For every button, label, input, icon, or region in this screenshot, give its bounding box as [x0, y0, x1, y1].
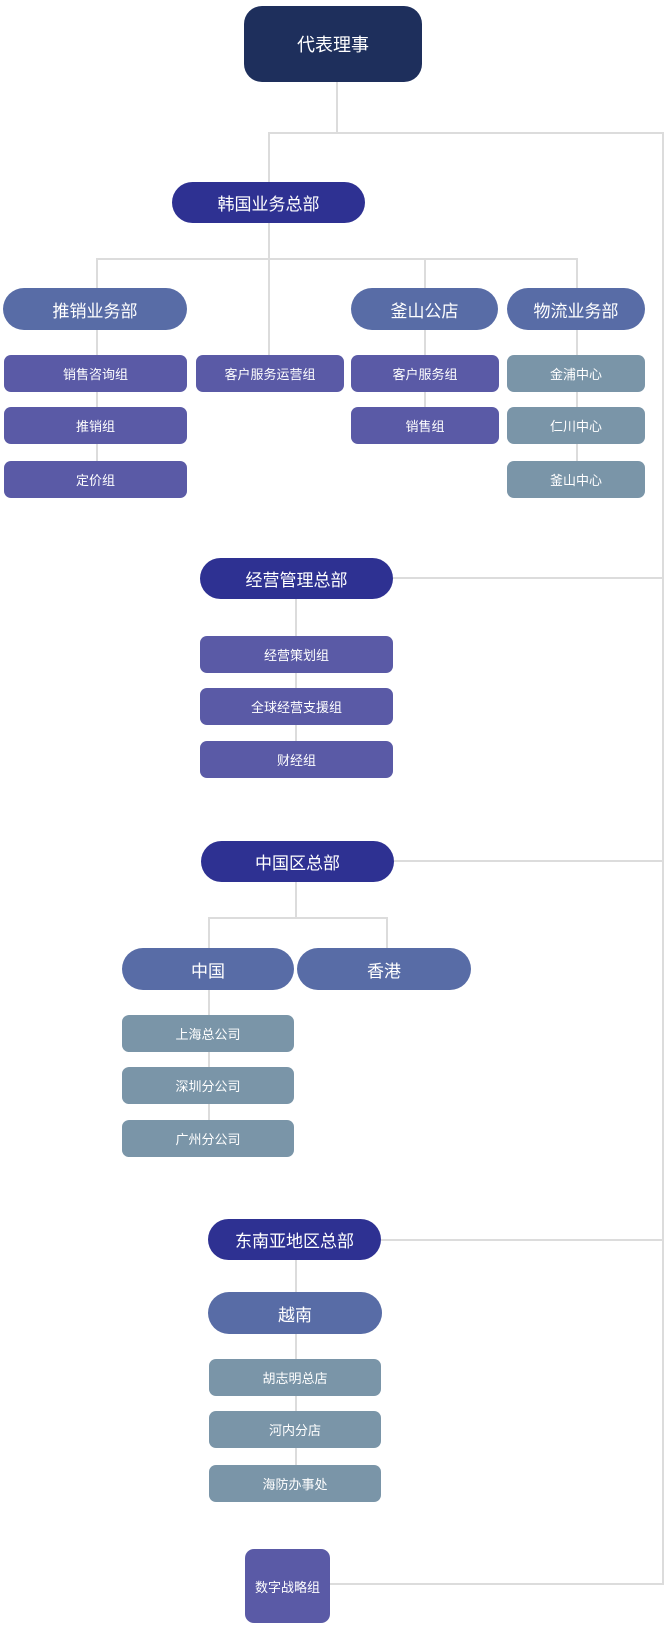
node-customer-ops-team: 客户服务运营组 — [196, 355, 344, 392]
connector — [268, 132, 664, 134]
node-digital-strategy-team: 数字战略组 — [245, 1549, 330, 1623]
node-representative-director: 代表理事 — [244, 6, 422, 82]
node-customer-service-team: 客户服务组 — [351, 355, 499, 392]
connector — [268, 223, 270, 355]
node-busan-center: 釜山中心 — [507, 461, 645, 498]
connector — [381, 1239, 663, 1241]
node-management-hq: 经营管理总部 — [200, 558, 393, 599]
connector — [336, 82, 338, 134]
connector — [393, 577, 663, 579]
connector — [330, 1583, 663, 1585]
node-finance-team: 财经组 — [200, 741, 393, 778]
node-vietnam: 越南 — [208, 1292, 382, 1334]
node-global-support-team: 全球经营支援组 — [200, 688, 393, 725]
node-korea-hq: 韩国业务总部 — [172, 182, 365, 223]
connector — [268, 132, 270, 182]
node-shanghai-office: 上海总公司 — [122, 1015, 294, 1052]
node-sales-consult-team: 销售咨询组 — [4, 355, 187, 392]
node-hanoi-office: 河内分店 — [209, 1411, 381, 1448]
node-sales-dept: 推销业务部 — [3, 288, 187, 330]
node-china: 中国 — [122, 948, 294, 990]
connector — [662, 132, 664, 1585]
node-incheon-center: 仁川中心 — [507, 407, 645, 444]
node-guangzhou-office: 广州分公司 — [122, 1120, 294, 1157]
node-hongkong: 香港 — [297, 948, 471, 990]
node-logistics-dept: 物流业务部 — [507, 288, 645, 330]
node-gimpo-center: 金浦中心 — [507, 355, 645, 392]
node-sea-hq: 东南亚地区总部 — [208, 1219, 381, 1260]
node-haiphong-office: 海防办事处 — [209, 1465, 381, 1502]
connector — [394, 860, 663, 862]
connector — [208, 917, 388, 919]
connector — [295, 882, 297, 918]
node-planning-team: 经营策划组 — [200, 636, 393, 673]
connector — [424, 258, 426, 428]
connector — [295, 599, 297, 749]
node-china-hq: 中国区总部 — [201, 841, 394, 882]
node-busan-store: 釜山公店 — [351, 288, 498, 330]
node-shenzhen-office: 深圳分公司 — [122, 1067, 294, 1104]
node-promotion-team: 推销组 — [4, 407, 187, 444]
node-sales-team: 销售组 — [351, 407, 499, 444]
connector — [386, 917, 388, 949]
node-pricing-team: 定价组 — [4, 461, 187, 498]
connector — [96, 258, 578, 260]
node-hcmc-office: 胡志明总店 — [209, 1359, 381, 1396]
